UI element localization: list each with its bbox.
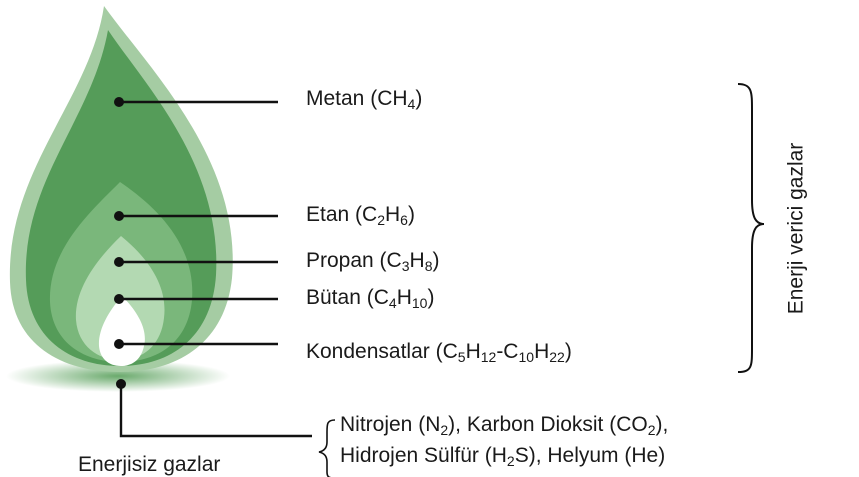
- leader-non-energy: [119, 384, 312, 438]
- non-energy-gases-label: Enerjisiz gazlar: [78, 453, 221, 476]
- gas-label-propan: Propan (C3H8): [306, 249, 440, 274]
- flame-base-glow: [6, 360, 230, 392]
- non-energy-line-2: Hidrojen Sülfür (H2S), Helyum (He): [340, 444, 666, 469]
- flame-core: [98, 296, 145, 366]
- gas-label-metan: Metan (CH4): [306, 87, 423, 112]
- gas-label-butan: Bütan (C4H10): [306, 286, 435, 311]
- gas-label-kondensatlar: Kondensatlar (C5H12-C10H22): [306, 340, 572, 365]
- non-energy-brace: [318, 419, 336, 477]
- leader-lines: [114, 97, 312, 438]
- energy-group-label: Enerji verici gazlar: [784, 142, 808, 315]
- energy-group-bracket: [737, 83, 765, 373]
- non-energy-line-1: Nitrojen (N2), Karbon Dioksit (CO2),: [340, 413, 669, 438]
- gas-label-etan: Etan (C2H6): [306, 203, 415, 228]
